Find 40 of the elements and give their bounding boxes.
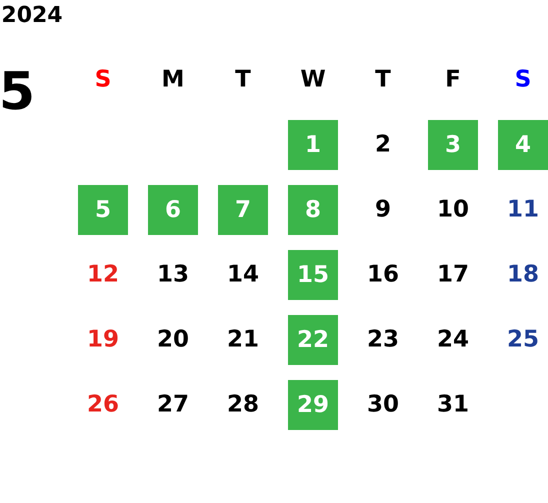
date-number: 21	[227, 328, 259, 352]
weekday-header: M	[162, 68, 184, 92]
highlighted-date: 5	[78, 185, 128, 235]
date-number: 2	[375, 134, 391, 156]
date-number: 24	[437, 328, 469, 352]
date-number: 25	[507, 328, 539, 352]
highlighted-date: 3	[428, 120, 478, 170]
weekday-header: F	[445, 68, 461, 92]
date-number: 10	[437, 198, 469, 222]
highlighted-date: 6	[148, 185, 198, 235]
date-number: 12	[87, 264, 119, 286]
year-label: 2024	[1, 5, 63, 27]
highlighted-date: 15	[288, 250, 338, 300]
date-number: 16	[367, 264, 399, 286]
date-number: 20	[157, 328, 189, 352]
highlighted-date: 22	[288, 315, 338, 365]
weekday-header: S	[94, 68, 112, 92]
weekday-header: T	[375, 68, 391, 92]
date-number: 23	[367, 328, 399, 352]
date-number: 27	[157, 394, 189, 416]
highlighted-date: 7	[218, 185, 268, 235]
date-number: 26	[87, 394, 119, 416]
date-number: 9	[375, 198, 391, 222]
date-number: 30	[367, 394, 399, 416]
month-number: 5	[0, 66, 36, 118]
date-number: 18	[507, 264, 539, 286]
date-number: 11	[507, 198, 539, 222]
highlighted-date: 1	[288, 120, 338, 170]
date-number: 17	[437, 264, 469, 286]
highlighted-date: 29	[288, 380, 338, 430]
highlighted-date: 8	[288, 185, 338, 235]
weekday-header: T	[235, 68, 251, 92]
date-number: 28	[227, 394, 259, 416]
date-number: 31	[437, 394, 469, 416]
date-number: 14	[227, 264, 259, 286]
highlighted-date: 4	[498, 120, 548, 170]
date-number: 19	[87, 328, 119, 352]
weekday-header: S	[514, 68, 532, 92]
date-number: 13	[157, 264, 189, 286]
weekday-header: W	[300, 68, 326, 92]
